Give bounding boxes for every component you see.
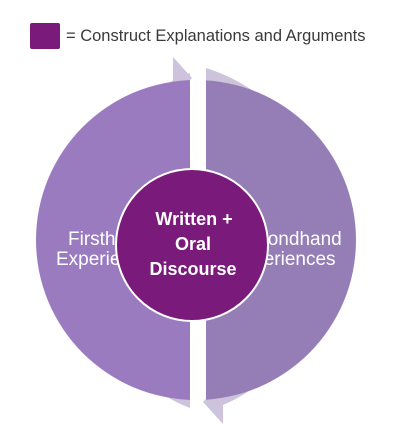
legend-swatch <box>30 23 60 49</box>
legend: = Construct Explanations and Arguments <box>30 22 365 50</box>
left-half-disc <box>36 80 190 400</box>
legend-text: = Construct Explanations and Arguments <box>66 26 366 45</box>
right-half-disc <box>206 80 356 400</box>
center-label-line3: Discourse <box>149 259 236 279</box>
center-label-line1: Written + <box>155 209 232 229</box>
center-label-line2: Oral <box>175 234 211 254</box>
center-circle <box>115 168 269 322</box>
